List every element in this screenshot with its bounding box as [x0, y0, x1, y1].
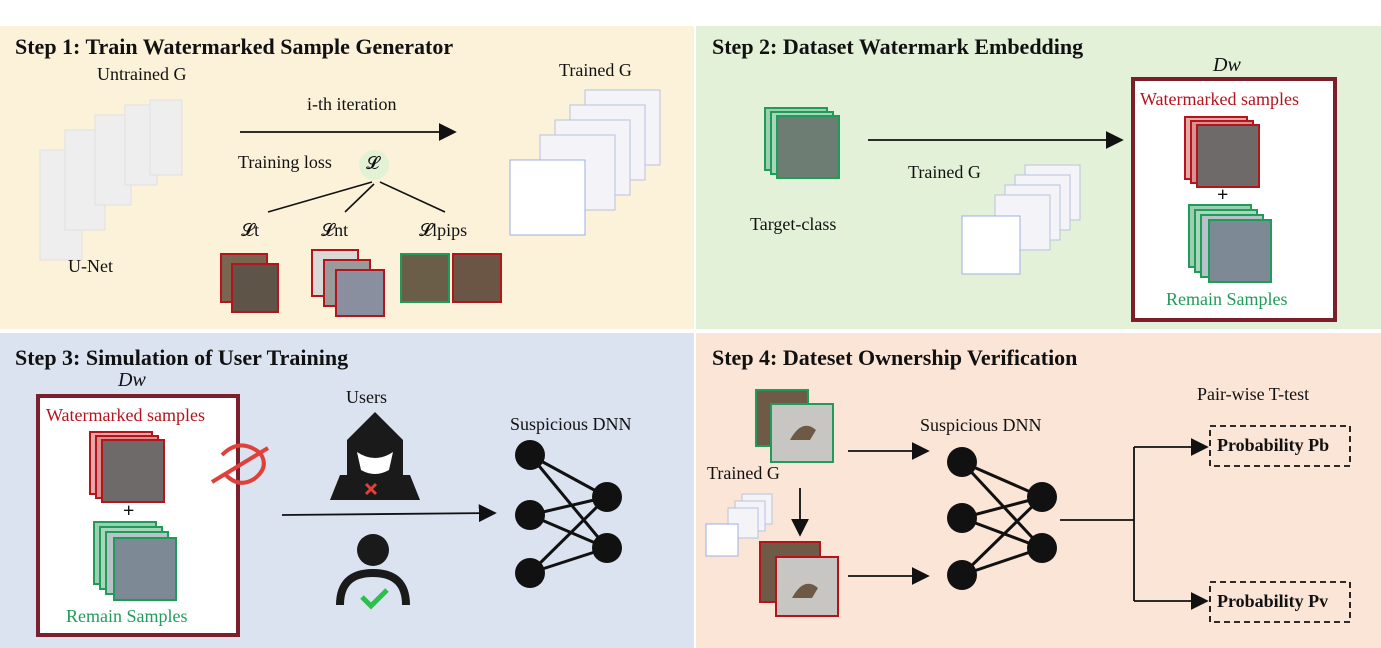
loss-t: 𝓛t [241, 220, 260, 240]
step2-panel [696, 26, 1381, 329]
suspicious-dnn-label-step3: Suspicious DNN [510, 414, 632, 434]
plus-step2: + [1217, 184, 1229, 206]
step4-title: Step 4: Dateset Ownership Verification [712, 345, 1078, 370]
probability-pb: Probability Pb [1217, 435, 1330, 455]
loss-nt: 𝓛nt [321, 220, 349, 240]
suspicious-dnn-label-step4: Suspicious DNN [920, 415, 1042, 435]
watermarked-label-step3: Watermarked samples [46, 405, 205, 425]
iteration-label: i-th iteration [307, 94, 397, 114]
dw-label-step2: Dw [1213, 54, 1241, 76]
step3-title: Step 3: Simulation of User Training [15, 345, 349, 370]
dw-label-step3: Dw [118, 369, 146, 391]
untrained-g-label: Untrained G [97, 64, 187, 84]
unet-label: U-Net [68, 256, 113, 276]
users-label: Users [346, 387, 387, 407]
training-loss-label: Training loss [238, 152, 332, 172]
probability-pv: Probability Pv [1217, 591, 1329, 611]
trained-g-label-step1: Trained G [559, 60, 632, 80]
step3-panel [0, 333, 694, 648]
step2-title: Step 2: Dataset Watermark Embedding [712, 34, 1084, 59]
target-class-label: Target-class [750, 214, 837, 234]
remain-label-step3: Remain Samples [66, 606, 188, 626]
loss-lpips: 𝓛lpips [419, 220, 468, 240]
loss-total: 𝓛 [366, 153, 380, 173]
watermarked-label-step2: Watermarked samples [1140, 89, 1299, 109]
pairwise-ttest-label: Pair-wise T-test [1197, 384, 1310, 404]
remain-label-step2: Remain Samples [1166, 289, 1288, 309]
step1-title: Step 1: Train Watermarked Sample Generat… [15, 34, 454, 59]
trained-g-label-step4: Trained G [707, 463, 780, 483]
plus-step3: + [123, 500, 135, 522]
trained-g-label-step2: Trained G [908, 162, 981, 182]
